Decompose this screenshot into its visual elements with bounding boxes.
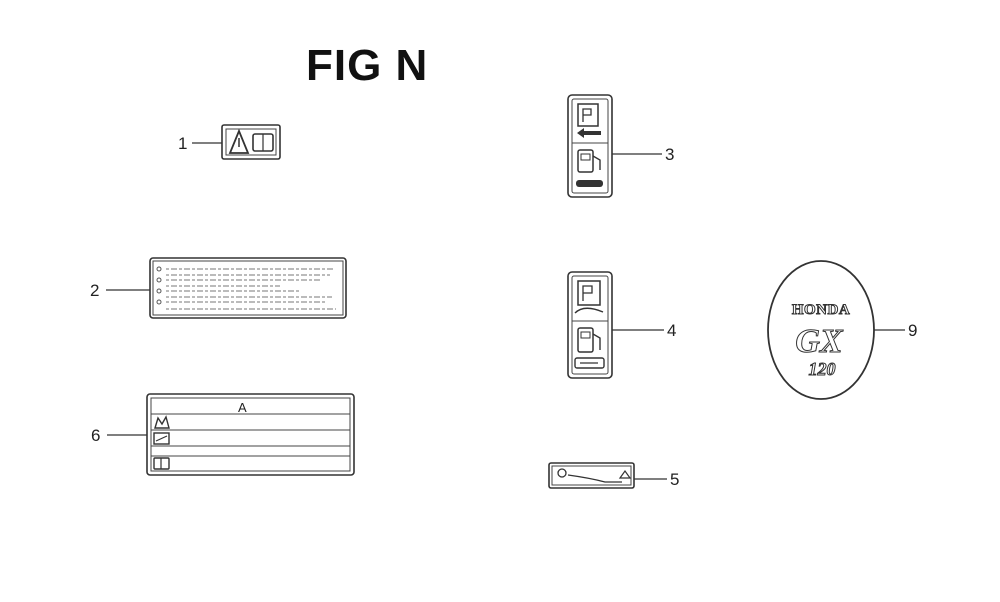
fuel-pump-icon — [576, 149, 603, 187]
emblem-displacement: 120 — [809, 359, 836, 379]
choke-icon — [577, 103, 601, 138]
callout-5: 5 — [670, 470, 679, 489]
warning-triangle-icon — [228, 128, 250, 154]
exhaust-icon — [153, 432, 170, 445]
part-4-label[interactable]: 4 — [567, 271, 676, 379]
part-6-label[interactable]: 6 A — [91, 393, 355, 476]
part-1-label[interactable]: 1 — [178, 124, 281, 160]
label-6-header-symbol: A — [238, 400, 247, 415]
callout-3: 3 — [665, 145, 674, 164]
emblem-model: GX — [795, 323, 844, 360]
fuel-pump-icon — [574, 327, 605, 369]
callout-1: 1 — [178, 134, 187, 153]
hot-surface-icon — [154, 415, 170, 429]
manual-book-icon — [153, 457, 170, 470]
callout-4: 4 — [667, 321, 676, 340]
fine-print-lines — [156, 266, 336, 310]
part-2-label[interactable]: 2 — [90, 257, 347, 319]
part-3-label[interactable]: 3 — [567, 94, 674, 198]
part-5-label[interactable]: 5 — [548, 462, 679, 489]
figure-title: FIG N — [306, 41, 429, 90]
throttle-icon — [557, 468, 632, 483]
emblem-brand: HONDA — [792, 302, 850, 318]
part-9-emblem[interactable]: 9 HONDA GX 120 — [767, 260, 917, 400]
callout-6: 6 — [91, 426, 100, 445]
manual-book-icon — [252, 133, 274, 152]
callout-9: 9 — [908, 321, 917, 340]
callout-2: 2 — [90, 281, 99, 300]
choke-icon — [574, 280, 604, 314]
